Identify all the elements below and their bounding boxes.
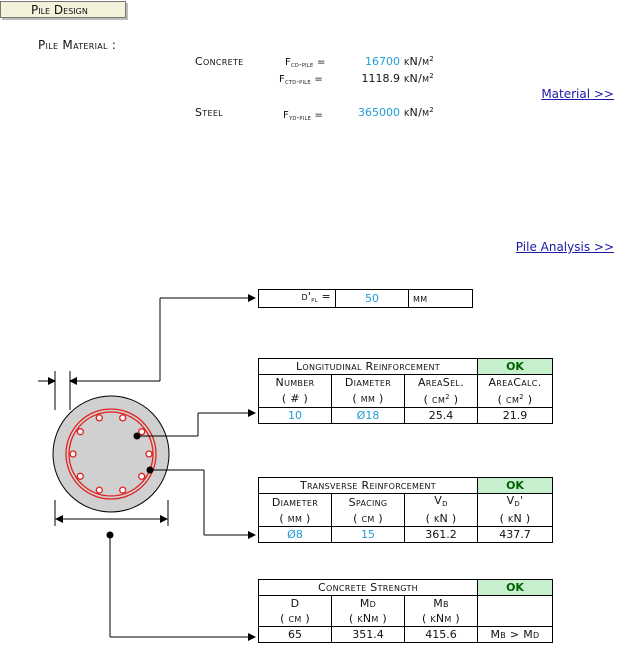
fcd-symbol: Fcd-pile = bbox=[285, 57, 326, 69]
page-title: Pile Design bbox=[0, 1, 126, 18]
longitudinal-header: Number bbox=[258, 374, 332, 390]
rebar-1 bbox=[119, 414, 127, 422]
fctd-symbol: Fctd-pile = bbox=[279, 74, 323, 86]
pile-circle bbox=[52, 395, 170, 513]
cover-label: d'pl = bbox=[258, 289, 336, 308]
rebar-6 bbox=[95, 486, 103, 494]
concrete-strength-title: Concrete Strength bbox=[258, 579, 478, 596]
fyd-value: 365000 bbox=[358, 106, 400, 119]
concrete-strength-unit: ( cm ) bbox=[258, 611, 332, 627]
cover-value[interactable]: 50 bbox=[335, 289, 409, 308]
longitudinal-area-sel-value: 25.4 bbox=[404, 407, 478, 424]
fcd-unit: kN/m2 bbox=[404, 55, 435, 68]
pile-analysis-link[interactable]: Pile Analysis >> bbox=[515, 240, 614, 254]
concrete-strength-md-value: 351.4 bbox=[331, 626, 405, 643]
longitudinal-table: Longitudinal Reinforcement OK Number Dia… bbox=[258, 358, 553, 424]
longitudinal-diameter-value[interactable]: Ø18 bbox=[331, 407, 405, 424]
transverse-unit: ( kN ) bbox=[404, 511, 478, 527]
rebar-2 bbox=[138, 428, 146, 436]
transverse-status-badge: OK bbox=[477, 477, 553, 494]
longitudinal-header: AreaCalc. bbox=[477, 374, 553, 390]
longitudinal-header: Diameter bbox=[331, 374, 405, 390]
longitudinal-area-calc-value: 21.9 bbox=[477, 407, 553, 424]
steel-label: Steel bbox=[195, 106, 223, 119]
transverse-table: Transverse Reinforcement OK Diameter Spa… bbox=[258, 477, 553, 543]
longitudinal-number-value[interactable]: 10 bbox=[258, 407, 332, 424]
concrete-strength-header: D bbox=[258, 595, 332, 611]
transverse-vd-prime-value: 437.7 bbox=[477, 526, 553, 543]
fctd-unit: kN/m2 bbox=[404, 72, 435, 85]
transverse-unit: ( kN ) bbox=[477, 511, 553, 527]
longitudinal-unit: ( cm2 ) bbox=[404, 390, 478, 408]
transverse-header: VD' bbox=[477, 493, 553, 511]
material-link[interactable]: Material >> bbox=[541, 87, 614, 101]
concrete-strength-unit: ( kNm ) bbox=[404, 611, 478, 627]
concrete-strength-unit: ( kNm ) bbox=[331, 611, 405, 627]
cover-table: d'pl = 50 mm bbox=[258, 289, 473, 308]
concrete-strength-header bbox=[477, 595, 553, 611]
pile-material-label: Pile Material : bbox=[38, 38, 117, 52]
longitudinal-title: Longitudinal Reinforcement bbox=[258, 358, 478, 375]
concrete-strength-d-value: 65 bbox=[258, 626, 332, 643]
rebar-3 bbox=[145, 450, 153, 458]
transverse-header: Diameter bbox=[258, 493, 332, 511]
concrete-label: Concrete bbox=[195, 55, 244, 68]
rebar-10 bbox=[95, 414, 103, 422]
concrete-strength-unit bbox=[477, 611, 553, 627]
stirrup-outer bbox=[65, 408, 157, 500]
concrete-strength-mb-value: 415.6 bbox=[404, 626, 478, 643]
longitudinal-header: AreaSel. bbox=[404, 374, 478, 390]
transverse-header: Spacing bbox=[331, 493, 405, 511]
rebar-9 bbox=[76, 428, 84, 436]
fcd-value: 16700 bbox=[365, 55, 400, 68]
transverse-spacing-value[interactable]: 15 bbox=[331, 526, 405, 543]
transverse-vd-value: 361.2 bbox=[404, 526, 478, 543]
concrete-strength-header: Md bbox=[331, 595, 405, 611]
rebar-5 bbox=[119, 486, 127, 494]
stirrup-inner bbox=[68, 411, 154, 497]
fyd-unit: kN/m2 bbox=[404, 106, 435, 119]
fctd-value: 1118.9 bbox=[361, 72, 401, 85]
rebar-7 bbox=[76, 472, 84, 480]
concrete-strength-check-value: Mb > Md bbox=[477, 626, 553, 643]
transverse-unit: ( cm ) bbox=[331, 511, 405, 527]
transverse-header: VD bbox=[404, 493, 478, 511]
concrete-strength-header: Mb bbox=[404, 595, 478, 611]
rebar-4 bbox=[138, 472, 146, 480]
longitudinal-status-badge: OK bbox=[477, 358, 553, 375]
longitudinal-unit: ( mm ) bbox=[331, 390, 405, 408]
longitudinal-unit: ( # ) bbox=[258, 390, 332, 408]
transverse-title: Transverse Reinforcement bbox=[258, 477, 478, 494]
longitudinal-unit: ( cm2 ) bbox=[477, 390, 553, 408]
cover-unit: mm bbox=[408, 289, 473, 308]
transverse-diameter-value[interactable]: Ø8 bbox=[258, 526, 332, 543]
concrete-strength-status-badge: OK bbox=[477, 579, 553, 596]
rebar-8 bbox=[69, 450, 77, 458]
rebar-group bbox=[69, 414, 153, 494]
fyd-symbol: Fyd-pile = bbox=[283, 110, 324, 122]
transverse-unit: ( mm ) bbox=[258, 511, 332, 527]
concrete-strength-table: Concrete Strength OK D Md Mb ( cm ) ( kN… bbox=[258, 579, 553, 643]
